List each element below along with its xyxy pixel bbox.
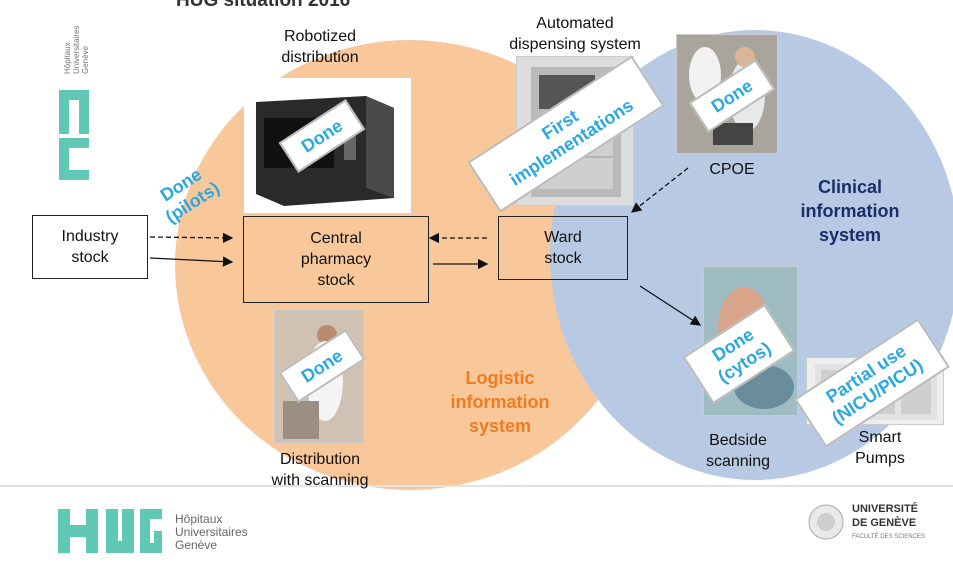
arrow-industry-central-dashed	[149, 232, 234, 244]
page-title: HUG situation 2016	[176, 0, 351, 11]
arrow-ward-bedside	[639, 285, 702, 326]
hug-vertical-logo: Hôpitaux Universitaires Genève	[55, 0, 105, 190]
arrow-industry-central	[149, 256, 234, 267]
cpoe-label: CPOE	[709, 161, 755, 178]
arrow-cpoe-ward-dashed	[630, 167, 689, 213]
